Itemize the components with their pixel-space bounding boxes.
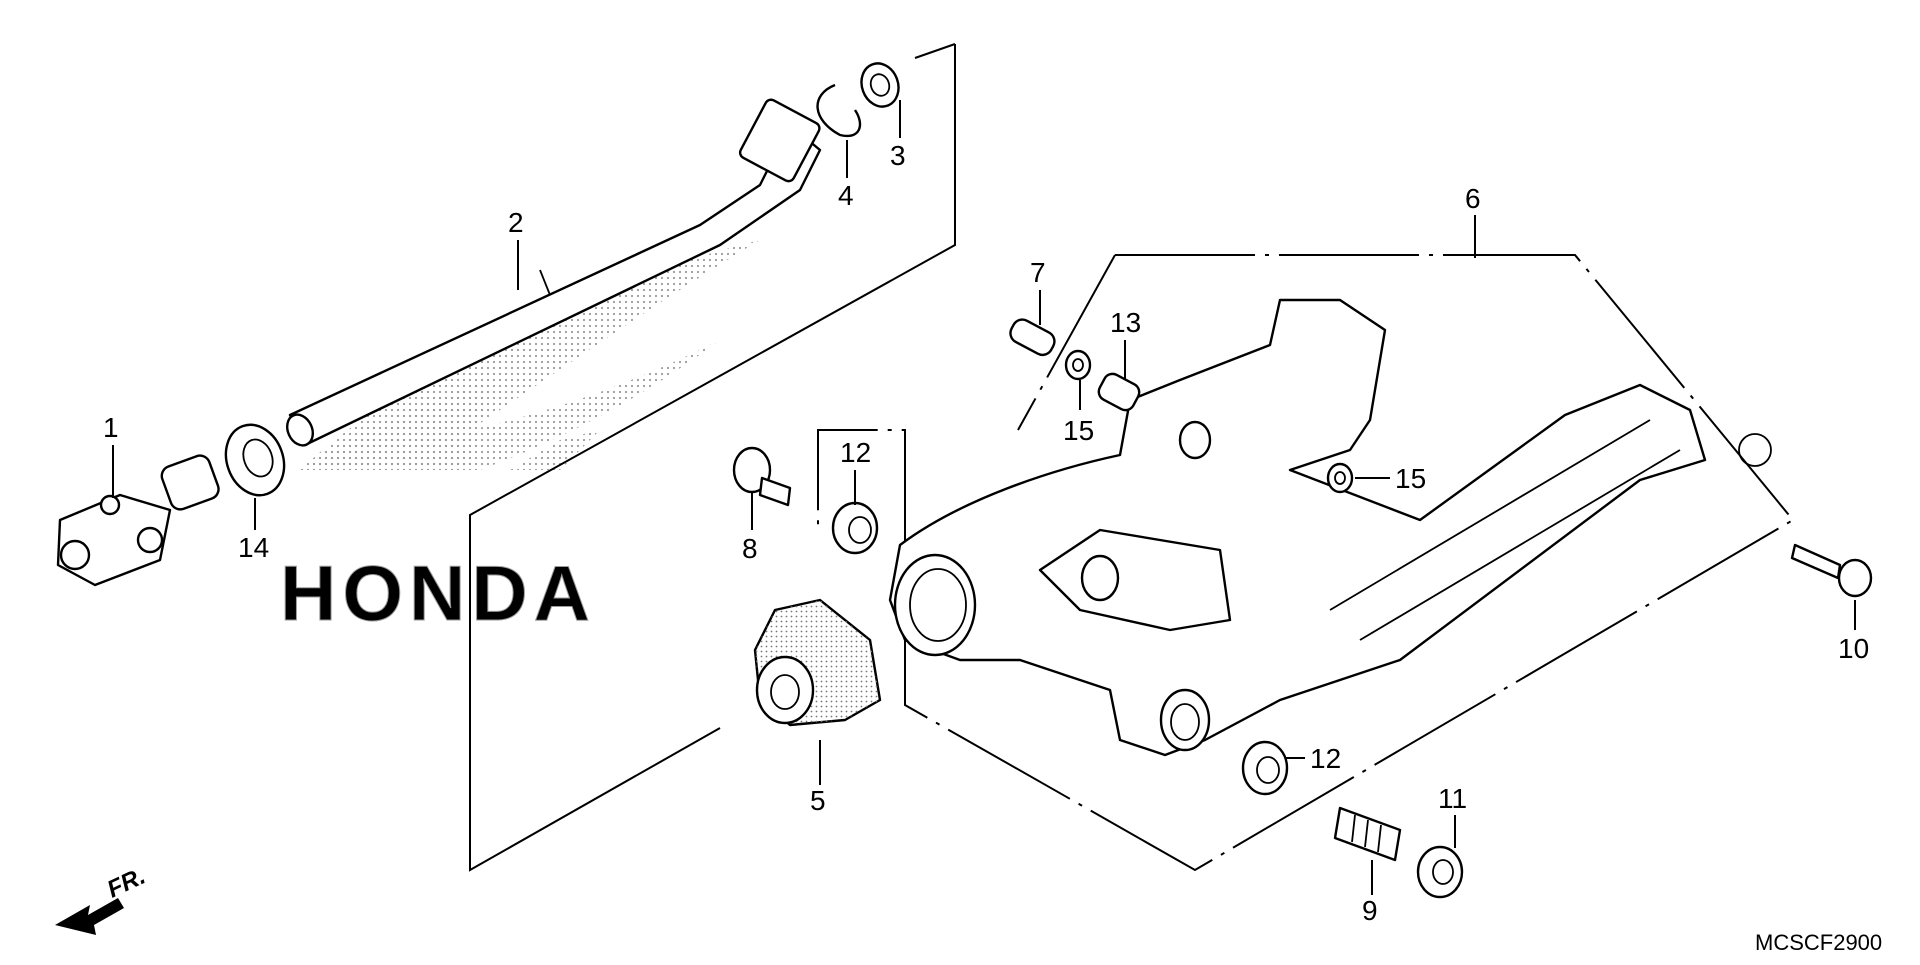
- shaft-group-frame-top: [914, 43, 956, 59]
- callout-14: 14: [238, 532, 269, 563]
- universal-joint-part: [56, 454, 220, 587]
- callout-3: 3: [890, 140, 906, 171]
- swing-arm-part: [888, 298, 1772, 757]
- callout-5: 5: [810, 785, 826, 816]
- circlip-part: [816, 83, 862, 138]
- honda-wing-watermark: HONDA: [280, 240, 760, 638]
- callout-15-upper: 15: [1063, 415, 1094, 446]
- callout-2: 2: [508, 207, 524, 238]
- nut-part-15-lower: [1326, 462, 1354, 494]
- callout-10: 10: [1838, 633, 1869, 664]
- callout-13: 13: [1110, 307, 1141, 338]
- swingarm-group-frame: [817, 254, 1795, 872]
- nut-part-15-upper: [1064, 349, 1092, 381]
- lock-nut-part-upper: [831, 501, 879, 555]
- honda-logo-text: HONDA: [280, 549, 596, 637]
- callout-12-upper: 12: [840, 437, 871, 468]
- bearing-part: [224, 423, 286, 497]
- callout-4: 4: [838, 180, 854, 211]
- collar-part-7: [1009, 318, 1056, 357]
- callout-11: 11: [1438, 783, 1467, 814]
- shaft-group-frame: [469, 44, 956, 872]
- callout-8: 8: [742, 533, 758, 564]
- dust-seal-part: [860, 62, 900, 108]
- callout-labels: 1 2 3 4 5 6 7 8 9 10 11 12 12 13 14 15 1…: [103, 140, 1869, 926]
- drive-shaft-part: [285, 98, 822, 447]
- pivot-bolt-part: [732, 446, 792, 507]
- diagram-code: MCSCF2900: [1755, 930, 1882, 955]
- boot-cover-part: [753, 598, 882, 727]
- lock-nut-part-11: [1416, 845, 1464, 899]
- callout-7: 7: [1030, 257, 1046, 288]
- leader-lines: [112, 100, 1856, 895]
- adjusting-bolt-part: [1333, 806, 1402, 862]
- callout-9: 9: [1362, 895, 1378, 926]
- callout-12-lower: 12: [1310, 743, 1341, 774]
- callout-6: 6: [1465, 183, 1481, 214]
- lock-nut-part-lower: [1241, 740, 1289, 796]
- callout-1: 1: [103, 412, 119, 443]
- swingarm-subframe: [1017, 254, 1116, 431]
- front-label: FR.: [103, 863, 149, 904]
- callout-15-lower: 15: [1395, 463, 1426, 494]
- front-direction-arrow: FR.: [55, 863, 150, 935]
- flange-bolt-part: [1790, 543, 1873, 598]
